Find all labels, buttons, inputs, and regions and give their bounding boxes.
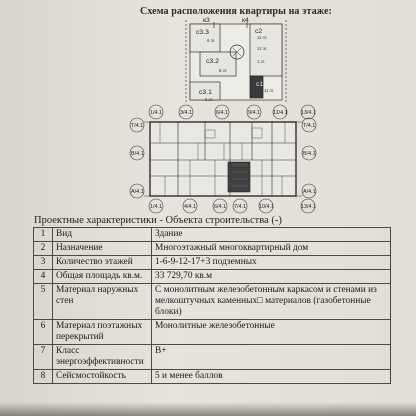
- row-value: Многоэтажный многоквартирный дом: [151, 241, 391, 256]
- axis-left-1: Т/4.1: [131, 123, 143, 129]
- table-row: 1 Вид Здание: [33, 227, 391, 242]
- axis-left-2: В/4.1: [131, 151, 144, 157]
- size-c32: 6 эт.: [219, 68, 227, 73]
- row-number: 4: [33, 269, 53, 284]
- axis-bottom-6: 13/4.1: [301, 204, 316, 210]
- label-c33: с3.3: [196, 29, 209, 36]
- row-number: 3: [33, 255, 53, 270]
- row-number: 6: [33, 319, 53, 345]
- row-number: 2: [33, 241, 53, 256]
- label-k4: к4: [242, 17, 249, 24]
- axis-left-3: А/4.1: [131, 189, 144, 195]
- label-c1: с1: [256, 81, 263, 88]
- floor-scheme: к3 к4 с3.3 6 эт. с2 11 эт. 12 эт. 1 эт. …: [129, 17, 317, 214]
- axis-top-4: 9/4.1: [248, 110, 260, 116]
- properties-caption: Проектные характеристики - Объекта строи…: [34, 215, 282, 226]
- row-number: 8: [33, 369, 53, 384]
- row-key: Вид: [52, 227, 152, 242]
- row-number: 7: [33, 344, 53, 370]
- table-row: 8 Сейсмостойкость 5 и менее баллов: [33, 369, 391, 384]
- row-value: Монолитные железобетонные: [151, 319, 391, 345]
- page-shadow: [0, 402, 416, 416]
- row-key: Общая площадь кв.м.: [52, 269, 152, 284]
- row-value: Здание: [151, 227, 391, 242]
- table-row: 2 Назначение Многоэтажный многоквартирны…: [33, 241, 391, 256]
- axis-bottom-1: 1/4.1: [150, 204, 162, 210]
- axis-bottom-3: 6/4.1: [214, 204, 226, 210]
- table-row: 6 Материал поэтажных перекрытий Монолитн…: [33, 319, 391, 345]
- axis-right-1: Т/4.1: [303, 123, 315, 129]
- row-key: Материал наружных стен: [52, 283, 152, 320]
- row-key: Количество этажей: [52, 255, 152, 270]
- axis-right-3: А/4.1: [303, 189, 316, 195]
- table-row: 5 Материал наружных стен С монолитным же…: [33, 283, 391, 320]
- size-c1: 11 эт.: [264, 88, 274, 93]
- floor-plan: [144, 121, 302, 197]
- properties-table: 1 Вид Здание 2 Назначение Многоэтажный м…: [33, 227, 391, 384]
- label-c2: с2: [255, 28, 262, 35]
- size-c31: 6 эт.: [205, 97, 213, 102]
- axis-top-2: 3/4.1: [180, 110, 192, 116]
- axis-markers: [129, 104, 317, 214]
- row-number: 5: [33, 283, 53, 320]
- label-k3: к3: [203, 17, 210, 24]
- highlighted-section: [249, 75, 264, 99]
- row-key: Назначение: [52, 241, 152, 256]
- axis-top-3: 6/4.1: [216, 110, 228, 116]
- table-row: 3 Количество этажей 1-6-9-12-17+3 подзем…: [33, 255, 391, 270]
- axis-bottom-4: 7/4.1: [234, 204, 246, 210]
- row-value: 5 и менее баллов: [151, 369, 391, 384]
- axis-right-2: В/4.1: [303, 151, 316, 157]
- apartment-highlight: [227, 161, 251, 193]
- axis-top-5: 11/4.1: [273, 110, 288, 116]
- row-key: Сейсмостойкость: [52, 369, 152, 384]
- scheme-title: Схема расположения квартиры на этаже:: [140, 6, 332, 17]
- axis-top-6: 13/4.1: [301, 110, 316, 116]
- row-value: 1-6-9-12-17+3 подземных: [151, 255, 391, 270]
- label-c32: с3.2: [206, 58, 219, 65]
- size-c2c: 1 эт.: [257, 59, 265, 64]
- axis-bottom-5: 10/4.1: [259, 204, 274, 210]
- size-c2a: 11 эт.: [257, 35, 267, 40]
- axis-top-1: 1/4.1: [150, 110, 162, 116]
- row-value: B+: [151, 344, 391, 370]
- size-c2b: 12 эт.: [257, 46, 267, 51]
- table-row: 4 Общая площадь кв.м. 33 729,70 кв.м: [33, 269, 391, 284]
- site-plan: [185, 20, 287, 104]
- row-key: Материал поэтажных перекрытий: [52, 319, 152, 345]
- label-c31: с3.1: [199, 89, 212, 96]
- size-c33: 6 эт.: [207, 38, 215, 43]
- row-number: 1: [33, 227, 53, 242]
- axis-bottom-2: 4/4.1: [184, 204, 196, 210]
- table-row: 7 Класс энергоэффективности B+: [33, 344, 391, 370]
- row-key: Класс энергоэффективности: [52, 344, 152, 370]
- row-value: С монолитным железобетонным каркасом и с…: [151, 283, 391, 320]
- row-value: 33 729,70 кв.м: [151, 269, 391, 284]
